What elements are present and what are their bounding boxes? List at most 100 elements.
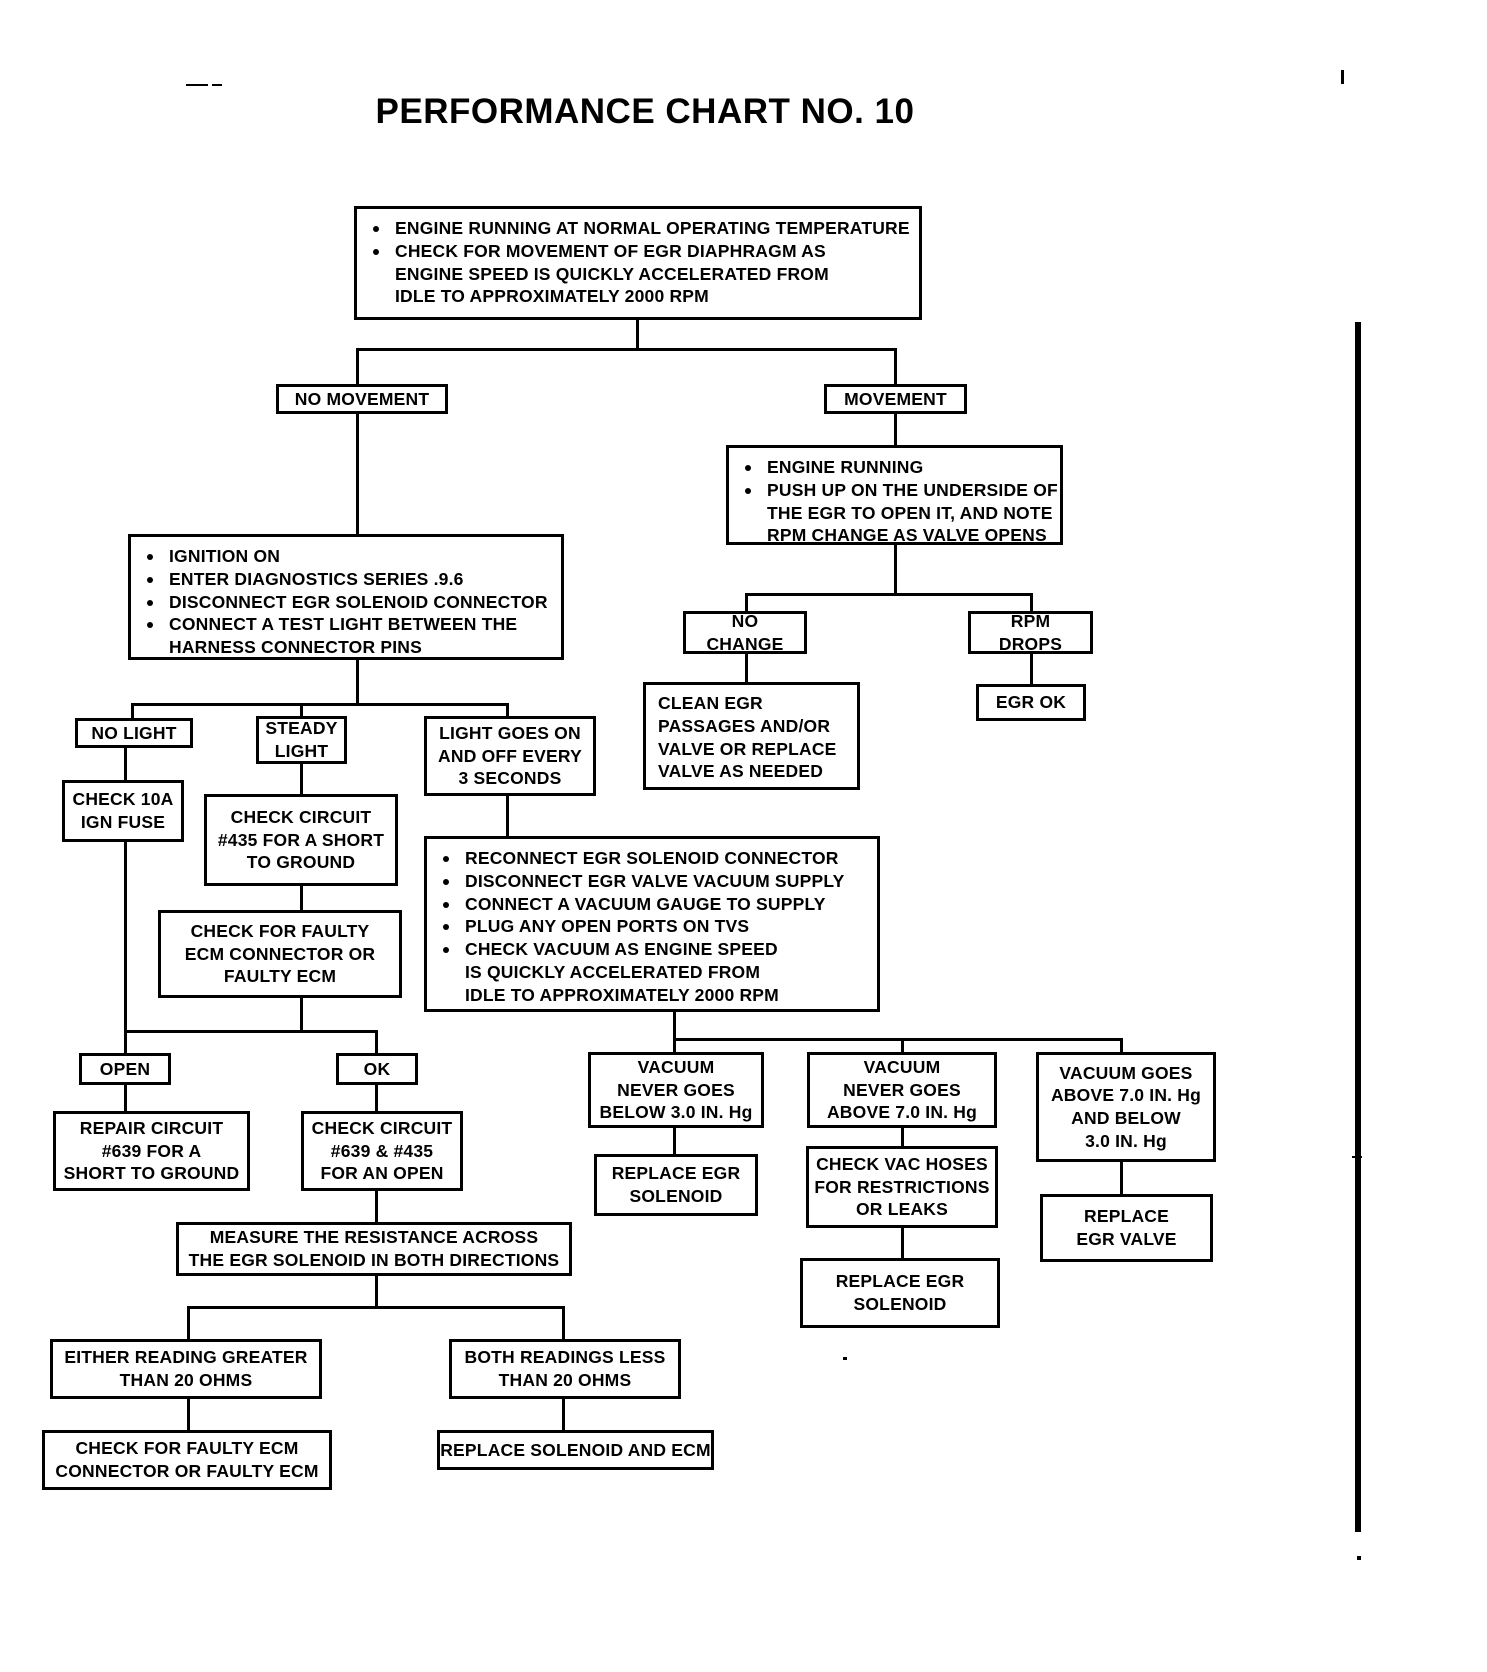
node-check-fuse-line-2: IGN FUSE [80,812,166,832]
connector-either-down [187,1398,190,1432]
node-no-light-label: NO LIGHT [91,722,177,743]
node-replace-egr-sol-a-line-2: SOLENOID [629,1186,723,1206]
node-light-blinks-line-3: 3 SECONDS [458,768,562,789]
node-check-639435-line-3: FOR AN OPEN [320,1163,444,1184]
node-check-639435-line-1: CHECK CIRCUIT [311,1117,453,1138]
node-replace-egr-valve-line-2: EGR VALVE [1076,1229,1177,1249]
node-no-movement: NO MOVEMENT [276,384,448,414]
node-check-circuit-435: CHECK CIRCUIT #435 FOR A SHORT TO GROUND [204,794,398,886]
node-open-label: OPEN [99,1058,151,1079]
connector-vac-above7-down [901,1128,904,1148]
node-repair-circuit-639: REPAIR CIRCUIT #639 FOR A SHORT TO GROUN… [53,1111,250,1191]
connector-measure-down [375,1270,378,1308]
node-reconnect-line-1: RECONNECT EGR SOLENOID CONNECTOR [465,848,839,868]
node-vac-hoses-line-2: FOR RESTRICTIONS [814,1176,990,1197]
connector-both-down [562,1398,565,1432]
node-no-change: NO CHANGE [683,611,807,654]
connector-ignition-down [356,660,359,705]
node-reconnect-line-4: PLUG ANY OPEN PORTS ON TVS [465,916,750,937]
node-steady-light-line-1: STEADY [265,718,338,739]
node-replace-solenoid-and-ecm: REPLACE SOLENOID AND ECM [437,1430,714,1470]
node-check-vac-hoses: CHECK VAC HOSES FOR RESTRICTIONS OR LEAK… [806,1146,998,1228]
node-check-faulty-ecm-connector: CHECK FOR FAULTY ECM CONNECTOR OR FAULTY… [158,910,402,998]
connector-to-vac-above7 [901,1038,904,1054]
node-open: OPEN [79,1053,171,1085]
node-faulty-ecm-line-1: CHECK FOR FAULTY [190,920,370,941]
node-vac-above7-line-3: ABOVE 7.0 IN. Hg [826,1102,978,1123]
node-replace-egr-valve-line-1: REPLACE [1083,1206,1170,1227]
node-ignition-line-3: DISCONNECT EGR SOLENOID CONNECTOR [169,591,548,612]
node-measure-resistance: MEASURE THE RESISTANCE ACROSS THE EGR SO… [176,1222,572,1276]
page-registration-mark-left-2 [212,84,222,86]
connector-start-split [356,348,897,351]
connector-start-down [636,320,639,350]
node-vacuum-goes-above-below: VACUUM GOES ABOVE 7.0 IN. Hg AND BELOW 3… [1036,1052,1216,1162]
node-replace-egr-valve: REPLACE EGR VALVE [1040,1194,1213,1262]
node-reconnect-line-5: CHECK VACUUM AS ENGINE SPEED [465,939,778,959]
node-check-639435-line-2: #639 & #435 [330,1140,434,1161]
node-push-line-1: ENGINE RUNNING [767,457,924,477]
node-repair-639-line-2: #639 FOR A [101,1140,202,1161]
node-push-line-2: PUSH UP ON THE UNDERSIDE OF [767,479,1058,500]
node-vac-below3-line-3: BELOW 3.0 IN. Hg [599,1102,753,1123]
node-steady-light-line-2: LIGHT [274,741,329,761]
connector-reconnect-down [673,1010,676,1040]
connector-to-light-blinks [506,703,509,717]
node-repair-639-line-3: SHORT TO GROUND [63,1163,240,1184]
node-egr-ok-label: EGR OK [995,692,1067,713]
node-no-movement-label: NO MOVEMENT [294,388,430,409]
connector-vac-below3-down [673,1128,676,1156]
node-faulty-ecm-line-2: ECM CONNECTOR OR [184,943,376,964]
node-check-faulty-ecm-2: CHECK FOR FAULTY ECM CONNECTOR OR FAULTY… [42,1430,332,1490]
node-no-change-line-2: CHANGE [706,633,784,654]
node-faulty-ecm-line-3: FAULTY ECM [223,966,337,987]
node-vacuum-never-below-3: VACUUM NEVER GOES BELOW 3.0 IN. Hg [588,1052,764,1128]
connector-to-no-light [131,703,134,720]
node-vac-above7-line-1: VACUUM [863,1056,941,1077]
node-check-circuit-639-435: CHECK CIRCUIT #639 & #435 FOR AN OPEN [301,1111,463,1191]
node-light-blinks-line-2: AND OFF EVERY [438,745,582,766]
node-no-light: NO LIGHT [75,718,193,748]
node-ignition-line-4: CONNECT A TEST LIGHT BETWEEN THE [169,614,518,635]
connector-no-light-down [124,746,127,782]
connector-ignition-split [131,703,506,706]
node-check-fuse-line-1: CHECK 10A [72,789,174,810]
node-reconnect-line-3: CONNECT A VACUUM GAUGE TO SUPPLY [465,893,826,914]
connector-to-vac-below3 [673,1038,676,1054]
node-both-readings-less: BOTH READINGS LESS THAN 20 OHMS [449,1339,681,1399]
page-registration-mark-bottom-right [1357,1556,1361,1560]
connector-vac-hoses-down [901,1227,904,1260]
connector-to-rpm-drops [1030,593,1033,613]
page-edge-rule [1355,322,1361,1532]
node-vac-goes-line-1: VACUUM GOES [1059,1062,1193,1083]
node-start-conditions: ENGINE RUNNING AT NORMAL OPERATING TEMPE… [354,206,922,320]
node-vac-goes-line-2: ABOVE 7.0 IN. Hg [1050,1085,1202,1106]
page-registration-mark-left [186,84,208,86]
node-ok: OK [336,1053,418,1085]
connector-to-open [124,1030,127,1055]
node-no-change-line-1: NO [731,610,759,631]
connector-light-blinks-down [506,794,509,838]
page-speck [843,1357,847,1360]
node-vac-goes-line-3: AND BELOW [1071,1108,1181,1128]
node-clean-egr-line-2: PASSAGES AND/OR [658,715,831,736]
node-vacuum-never-above-7: VACUUM NEVER GOES ABOVE 7.0 IN. Hg [807,1052,997,1128]
node-replace-egr-sol-b-line-1: REPLACE EGR [835,1271,965,1292]
node-clean-egr-line-4: VALVE AS NEEDED [658,761,824,782]
connector-faulty-ecm-down [300,996,303,1032]
node-clean-egr-line-1: CLEAN EGR [658,693,763,713]
node-repair-639-line-1: REPAIR CIRCUIT [79,1117,224,1138]
connector-open-ok-split [124,1030,378,1033]
node-either-line-2: THAN 20 OHMS [119,1370,253,1390]
connector-rpm-drops-down [1030,652,1033,686]
node-replace-egr-solenoid-b: REPLACE EGR SOLENOID [800,1258,1000,1328]
connector-to-either-greater [187,1306,190,1341]
connector-to-ok [375,1030,378,1055]
node-ignition-line-5: HARNESS CONNECTOR PINS [169,637,422,657]
connector-to-steady-light [300,703,303,717]
node-check-435-line-3: TO GROUND [246,852,356,873]
node-reconnect-line-6: IS QUICKLY ACCELERATED FROM [465,961,761,982]
node-egr-ok: EGR OK [976,684,1086,721]
node-check-fuse: CHECK 10A IGN FUSE [62,780,184,842]
